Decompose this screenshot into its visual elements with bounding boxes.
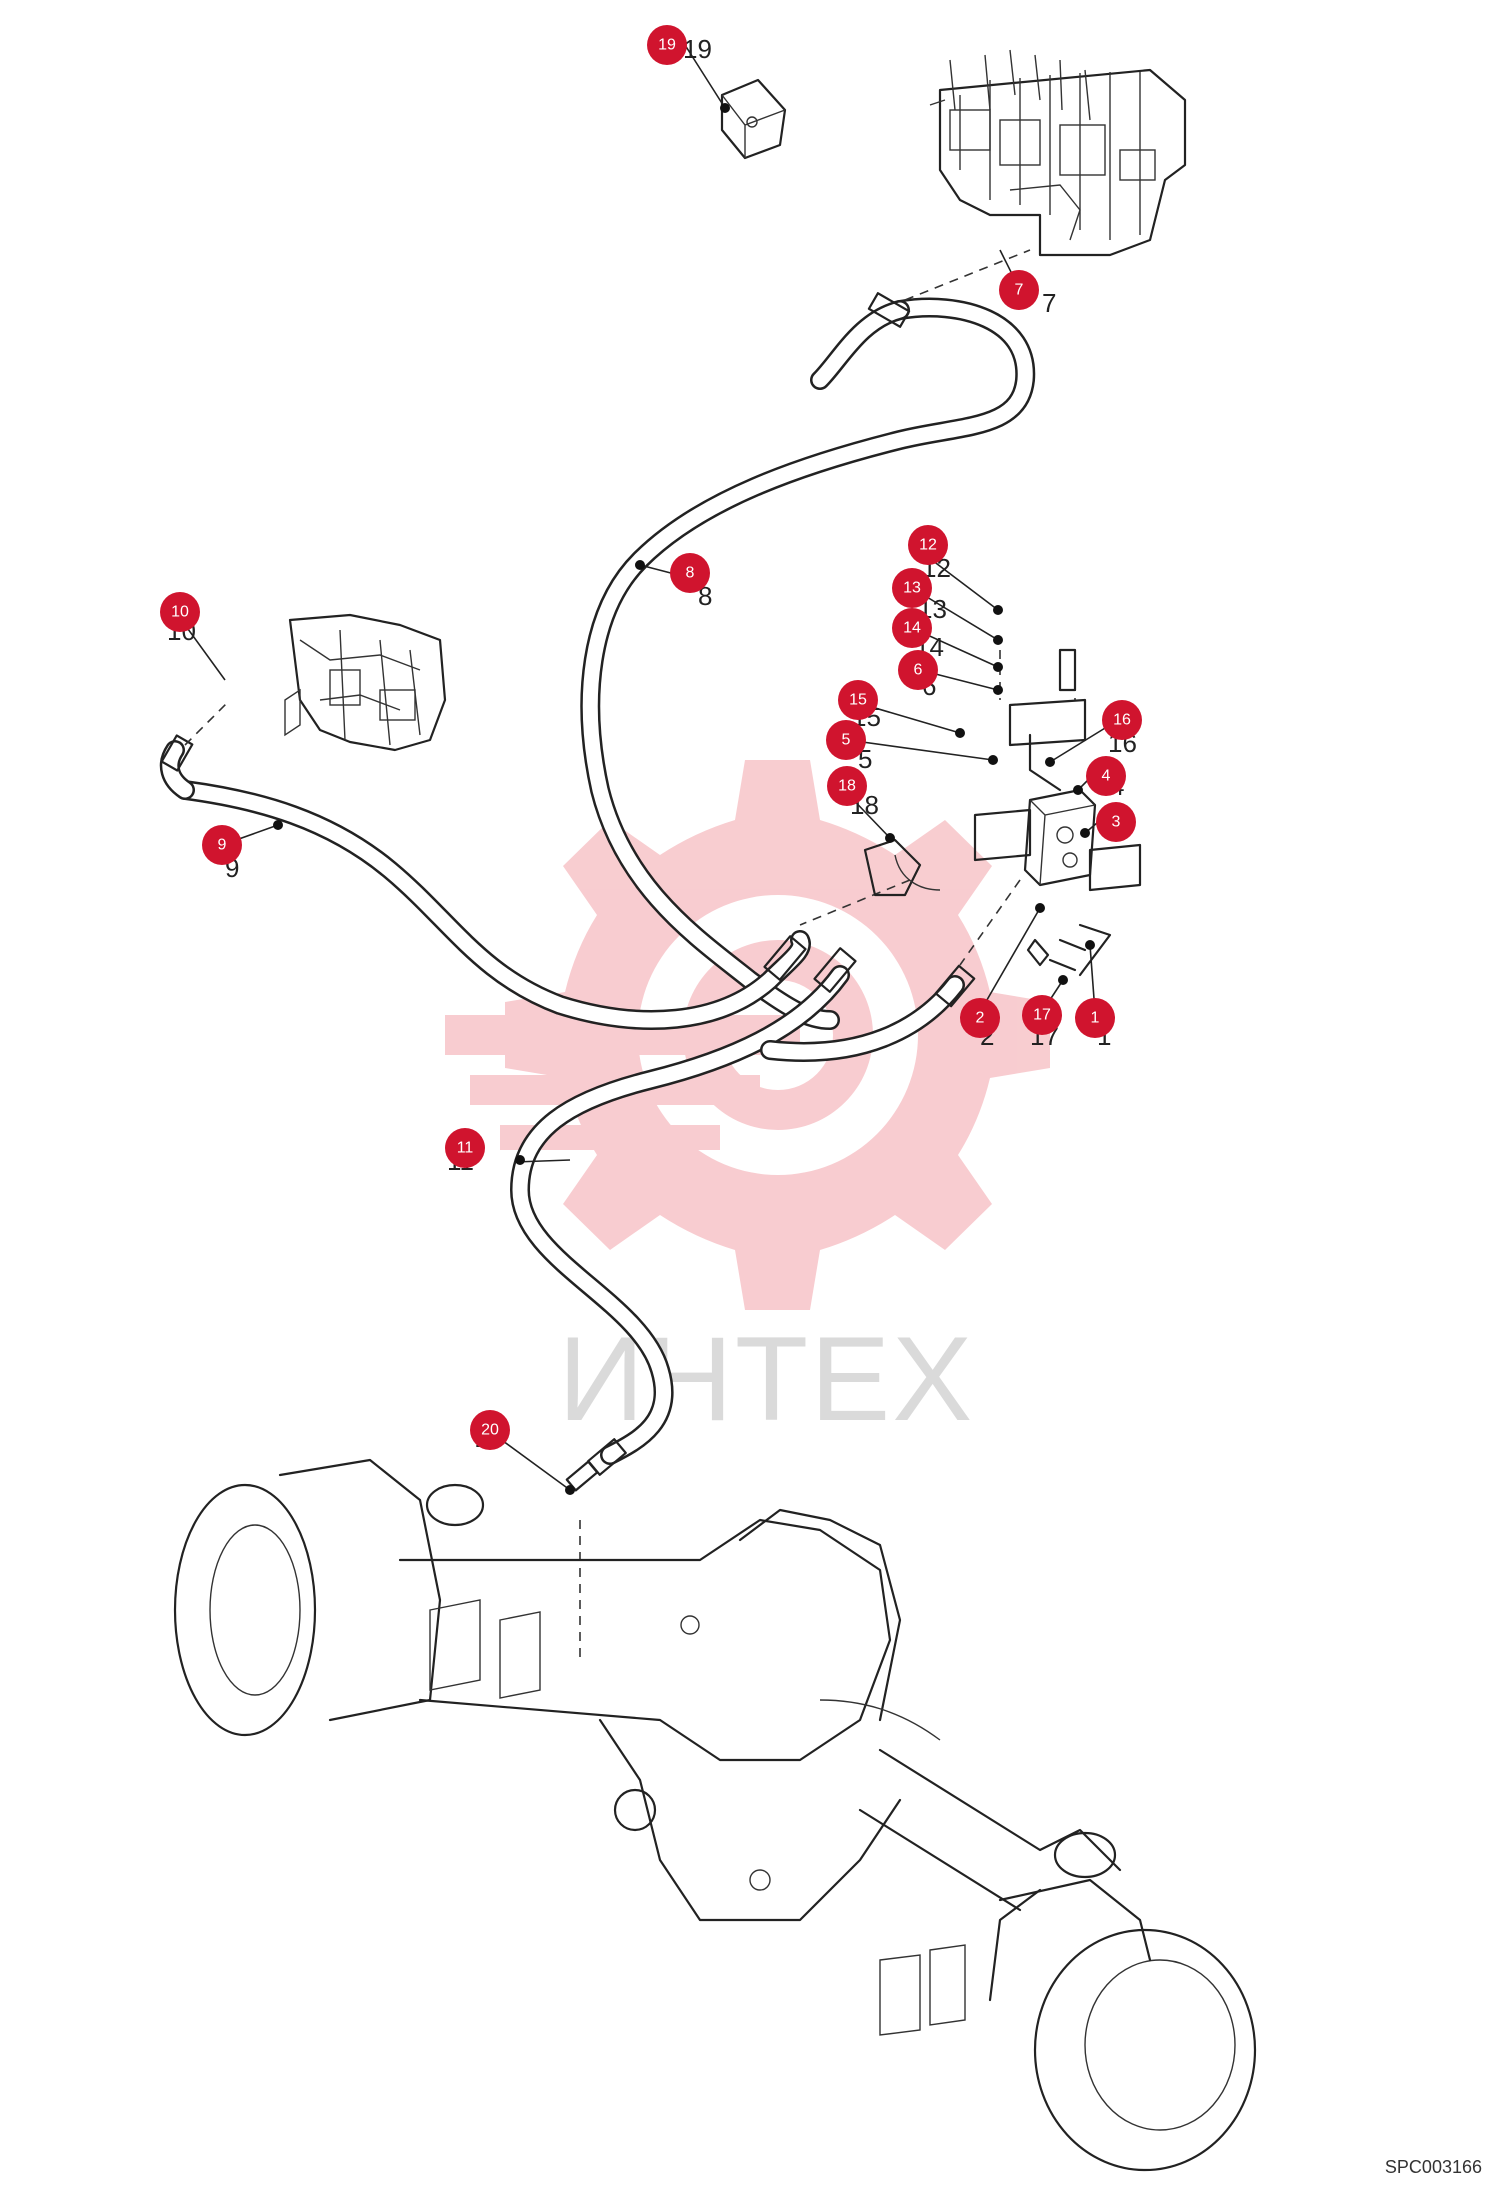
reference-numbers: 19 7 8 10 9 12 13 14 6 15 5 16 4 18 2 17… [167,34,1137,1453]
svg-text:7: 7 [1015,282,1024,299]
svg-text:14: 14 [903,620,921,637]
callout-badge-11[interactable]: 11 [445,1128,485,1168]
callout-badge-16[interactable]: 16 [1102,700,1142,740]
callout-badge-1[interactable]: 1 [1075,998,1115,1038]
callout-badge-9[interactable]: 9 [202,825,242,865]
leader-lines [179,44,1111,1491]
svg-text:19: 19 [658,37,676,54]
callout-badge-6[interactable]: 6 [898,650,938,690]
ref-number-7: 7 [1042,288,1056,318]
svg-text:16: 16 [1113,712,1131,729]
hose-fitting [160,292,976,1492]
callout-badge-12[interactable]: 12 [908,525,948,565]
leader-end-dots [273,103,1095,1495]
hydraulic-valve-block [929,49,1187,257]
callout-badge-5[interactable]: 5 [826,720,866,760]
svg-text:13: 13 [903,580,921,597]
svg-text:10: 10 [171,604,189,621]
hydraulic-pump-unit [284,613,447,752]
hydraulic-hoses [159,292,1036,1492]
callout-badge-17[interactable]: 17 [1022,995,1062,1035]
callout-badge-13[interactable]: 13 [892,568,932,608]
callout-badge-20[interactable]: 20 [470,1410,510,1450]
svg-text:5: 5 [842,732,851,749]
svg-text:18: 18 [838,778,856,795]
connection-lines [184,249,1076,1660]
svg-text:12: 12 [919,537,937,554]
svg-text:1: 1 [1091,1010,1100,1027]
svg-text:9: 9 [218,837,227,854]
drawing-code: SPC003166 [1384,2157,1482,2177]
svg-text:8: 8 [686,565,695,582]
callout-badge-14[interactable]: 14 [892,608,932,648]
watermark-text: ИНТЕХ [558,1312,974,1446]
svg-text:15: 15 [849,692,867,709]
svg-text:4: 4 [1102,768,1111,785]
svg-text:6: 6 [914,662,923,679]
svg-text:3: 3 [1112,814,1121,831]
callout-badge-8[interactable]: 8 [670,553,710,593]
callout-badge-4[interactable]: 4 [1086,756,1126,796]
callout-badge-10[interactable]: 10 [160,592,200,632]
sensor-switch [720,78,787,160]
watermark-gear-logo: ИНТЕХ [445,760,1050,1446]
callout-badge-7[interactable]: 7 [999,270,1039,310]
callout-badge-18[interactable]: 18 [827,766,867,806]
callout-badge-15[interactable]: 15 [838,680,878,720]
svg-text:17: 17 [1033,1007,1051,1024]
drive-axle [173,1458,1257,2172]
svg-text:2: 2 [976,1010,985,1027]
callout-badge-3[interactable]: 3 [1096,802,1136,842]
callout-badges: 19 7 8 10 9 12 13 14 [160,25,1142,1450]
callout-badge-19[interactable]: 19 [647,25,687,65]
svg-text:11: 11 [457,1140,474,1157]
svg-text:20: 20 [481,1422,499,1439]
callout-badge-2[interactable]: 2 [960,998,1000,1038]
